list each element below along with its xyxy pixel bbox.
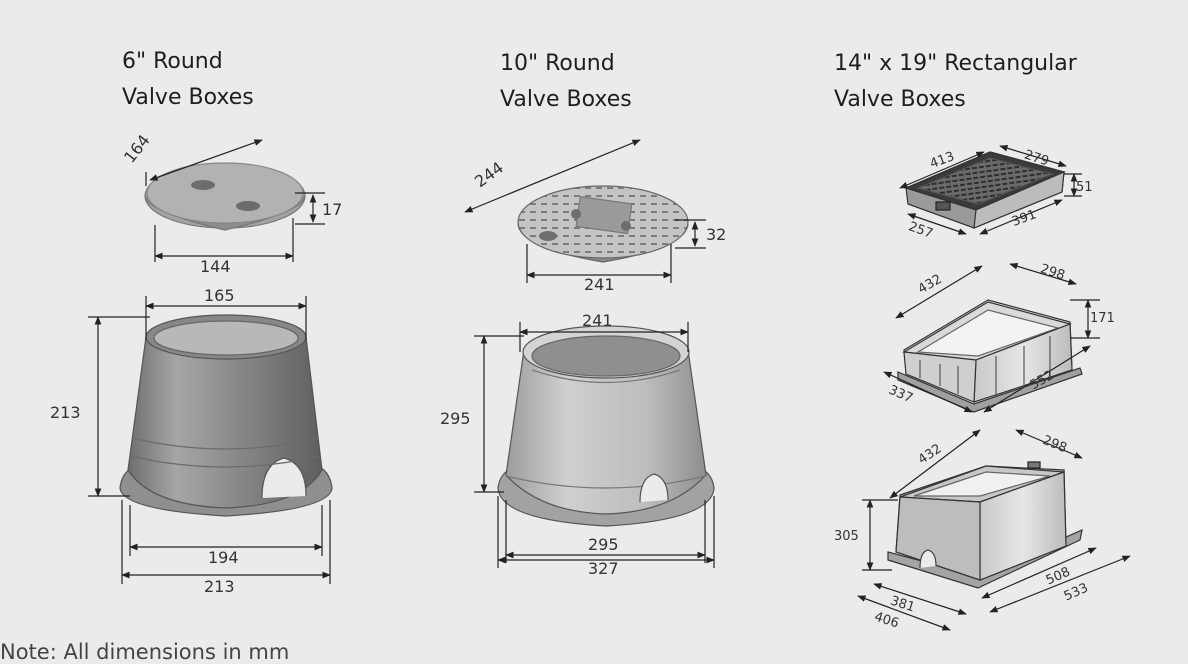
body-10-round	[497, 325, 715, 527]
dim-r10-body-flange: 327	[588, 559, 619, 578]
dim-r10-body-base: 295	[588, 535, 619, 554]
title-6-round: 6" Round Valve Boxes	[122, 44, 254, 116]
dim-r10-body-h: 295	[440, 409, 471, 428]
dim-r6-body-base: 194	[208, 548, 239, 567]
extension-rectangular	[897, 299, 1083, 413]
title-line1: 10" Round	[500, 51, 615, 76]
dim-rect-ext-h: 171	[1090, 311, 1115, 326]
body-6-round	[119, 314, 333, 517]
dim-r6-body-flange: 213	[204, 577, 235, 596]
dim-rect-lid-h: 51	[1076, 180, 1093, 195]
units-note: Note: All dimensions in mm	[0, 640, 290, 664]
title-line2: Valve Boxes	[834, 87, 966, 112]
title-line1: 6" Round	[122, 49, 223, 74]
dim-rect-box-h: 305	[834, 529, 859, 544]
title-line1: 14" x 19" Rectangular	[834, 51, 1077, 76]
title-10-round: 10" Round Valve Boxes	[500, 46, 632, 118]
dim-r6-body-top: 165	[204, 286, 235, 305]
dim-r10-lid-w: 241	[584, 275, 615, 294]
title-line2: Valve Boxes	[122, 85, 254, 110]
dim-r6-lid-w: 144	[200, 257, 231, 276]
lid-10-round	[517, 185, 689, 263]
dim-r10-body-top: 241	[582, 311, 613, 330]
dim-r6-lid-h: 17	[322, 200, 343, 219]
dim-r6-body-h: 213	[50, 403, 81, 422]
dim-r10-lid-h: 32	[706, 225, 727, 244]
title-rectangular: 14" x 19" Rectangular Valve Boxes	[834, 46, 1077, 118]
title-line2: Valve Boxes	[500, 87, 632, 112]
